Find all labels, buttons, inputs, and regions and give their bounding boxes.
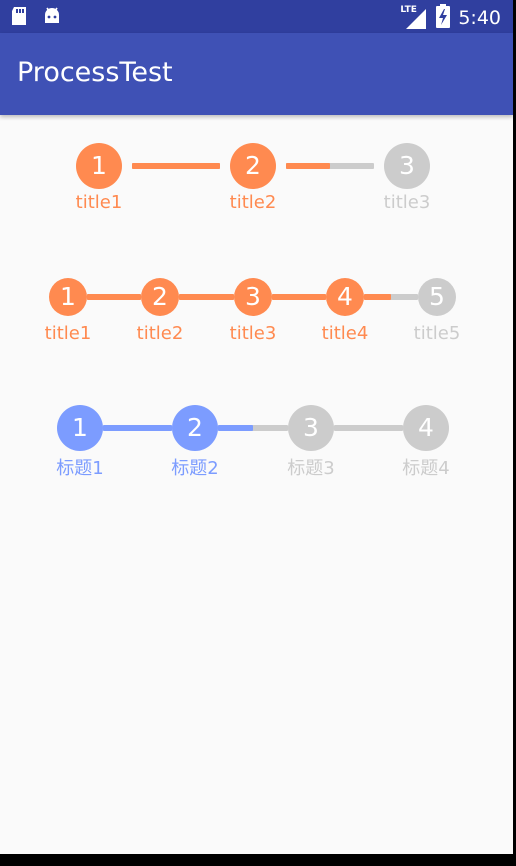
- connector-progress-4: [364, 294, 391, 300]
- step-circle-4: 4: [326, 278, 364, 316]
- connector-line-3: [334, 425, 403, 431]
- step-circle-3: 3: [384, 143, 430, 189]
- connector-progress-3: [272, 294, 326, 300]
- connector-progress-2: [218, 425, 253, 431]
- step-label-5: title5: [413, 323, 461, 344]
- step-circle-3: 3: [234, 278, 272, 316]
- android-icon: [42, 6, 62, 30]
- step-circle-1: 1: [76, 143, 122, 189]
- step-label-1: title1: [44, 323, 92, 344]
- connector-progress-1: [103, 425, 172, 431]
- step-label-1: title1: [75, 192, 123, 213]
- step-label-2: title2: [136, 323, 184, 344]
- step-label-2: 标题2: [171, 458, 219, 479]
- step-label-1: 标题1: [56, 458, 104, 479]
- step-label-4: 标题4: [402, 458, 450, 479]
- step-circle-2: 2: [141, 278, 179, 316]
- battery-charging-icon: [436, 4, 451, 32]
- process-view-1: 1 title1 2 title2 3 title3: [0, 143, 513, 214]
- process-view-3: 1 标题1 2 标题2 3 标题3 4 标题4: [0, 405, 513, 479]
- connector-progress-2: [286, 163, 330, 169]
- step-label-3: title3: [383, 192, 431, 213]
- step-circle-5: 5: [418, 278, 456, 316]
- step-circle-1: 1: [57, 405, 103, 451]
- step-label-2: title2: [229, 192, 277, 213]
- connector-progress-1: [87, 294, 141, 300]
- step-label-3: title3: [229, 323, 277, 344]
- connector-line-4: [364, 294, 418, 300]
- sd-card-icon: [10, 6, 28, 30]
- status-time: 5:40: [458, 7, 501, 29]
- connector-line-2: [218, 425, 288, 431]
- status-bar: LTE 5:40: [0, 0, 513, 33]
- connector-progress-1: [132, 163, 220, 169]
- step-label-3: 标题3: [287, 458, 335, 479]
- step-circle-2: 2: [230, 143, 276, 189]
- step-circle-2: 2: [172, 405, 218, 451]
- step-label-4: title4: [321, 323, 369, 344]
- step-circle-1: 1: [49, 278, 87, 316]
- connector-progress-2: [179, 294, 234, 300]
- connector-line-2: [286, 163, 374, 169]
- step-circle-3: 3: [288, 405, 334, 451]
- signal-icon: LTE: [400, 5, 428, 30]
- step-circle-4: 4: [403, 405, 449, 451]
- app-title: ProcessTest: [17, 57, 173, 88]
- process-view-2: 1 title1 2 title2 3 title3 4 title4 5 title5: [0, 275, 513, 345]
- app-bar: ProcessTest: [0, 33, 513, 115]
